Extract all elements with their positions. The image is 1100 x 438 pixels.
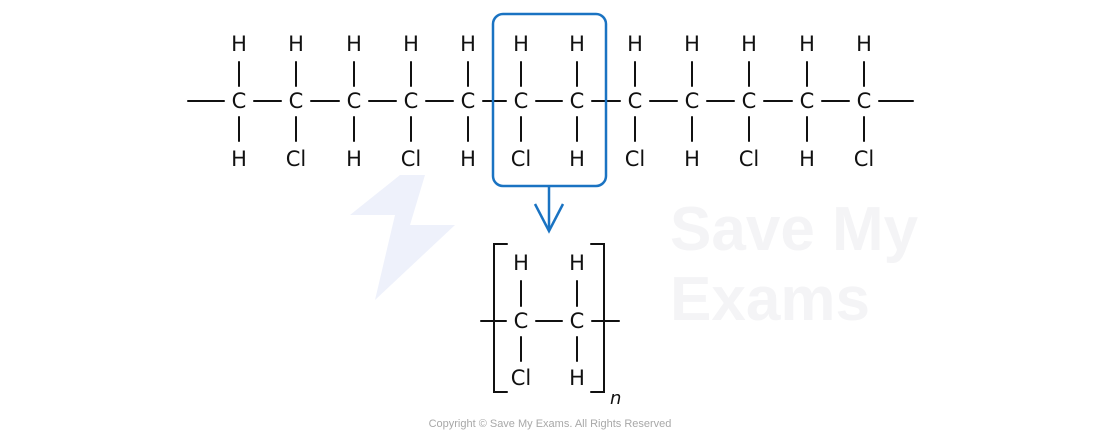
top-substituent: H: [741, 32, 757, 56]
hydrogen-atom: H: [346, 147, 362, 171]
down-arrow-icon: [533, 186, 565, 234]
polymer-chain: C H H C H Cl C H H C H Cl C H H C H Cl C H H C H Cl C H H C H Cl C H H C H…: [187, 32, 914, 171]
top-substituent: H: [403, 32, 419, 56]
carbon-atom: C: [347, 89, 362, 113]
top-substituent: H: [231, 32, 247, 56]
top-substituent: H: [460, 32, 476, 56]
chlorine-atom: Cl: [739, 147, 760, 171]
top-substituent: H: [799, 32, 815, 56]
carbon-atom: C: [570, 309, 585, 333]
top-substituent: H: [288, 32, 304, 56]
copyright-text: Copyright © Save My Exams. All Rights Re…: [429, 418, 672, 430]
carbon-atom: C: [742, 89, 757, 113]
top-substituent: H: [856, 32, 872, 56]
chlorine-atom: Cl: [511, 147, 532, 171]
hydrogen-atom: H: [799, 147, 815, 171]
hydrogen-atom: H: [569, 147, 585, 171]
carbon-atom: C: [461, 89, 476, 113]
watermark-logo-icon: [350, 175, 455, 300]
chlorine-atom: Cl: [286, 147, 307, 171]
watermark-line2: Exams: [670, 265, 870, 334]
top-substituent: H: [513, 32, 529, 56]
top-substituent: H: [513, 251, 529, 275]
watermark-line1: Save My: [670, 195, 919, 264]
carbon-atom: C: [404, 89, 419, 113]
chlorine-atom: Cl: [511, 366, 532, 390]
carbon-atom: C: [514, 309, 529, 333]
carbon-atom: C: [289, 89, 304, 113]
chlorine-atom: Cl: [854, 147, 875, 171]
carbon-atom: C: [570, 89, 585, 113]
carbon-atom: C: [232, 89, 247, 113]
watermark: Save My Exams: [350, 175, 919, 334]
top-substituent: H: [627, 32, 643, 56]
hydrogen-atom: H: [231, 147, 247, 171]
right-bracket: [590, 243, 605, 393]
top-substituent: H: [684, 32, 700, 56]
top-substituent: H: [569, 251, 585, 275]
chlorine-atom: Cl: [401, 147, 422, 171]
chlorine-atom: Cl: [625, 147, 646, 171]
top-substituent: H: [346, 32, 362, 56]
carbon-atom: C: [514, 89, 529, 113]
carbon-atom: C: [800, 89, 815, 113]
repeat-unit: n C H Cl C H H: [480, 243, 621, 409]
carbon-atom: C: [628, 89, 643, 113]
hydrogen-atom: H: [460, 147, 476, 171]
left-bracket: [493, 243, 508, 393]
carbon-atom: C: [685, 89, 700, 113]
top-substituent: H: [569, 32, 585, 56]
hydrogen-atom: H: [684, 147, 700, 171]
carbon-atom: C: [857, 89, 872, 113]
subscript-n: n: [610, 388, 621, 409]
hydrogen-atom: H: [569, 366, 585, 390]
